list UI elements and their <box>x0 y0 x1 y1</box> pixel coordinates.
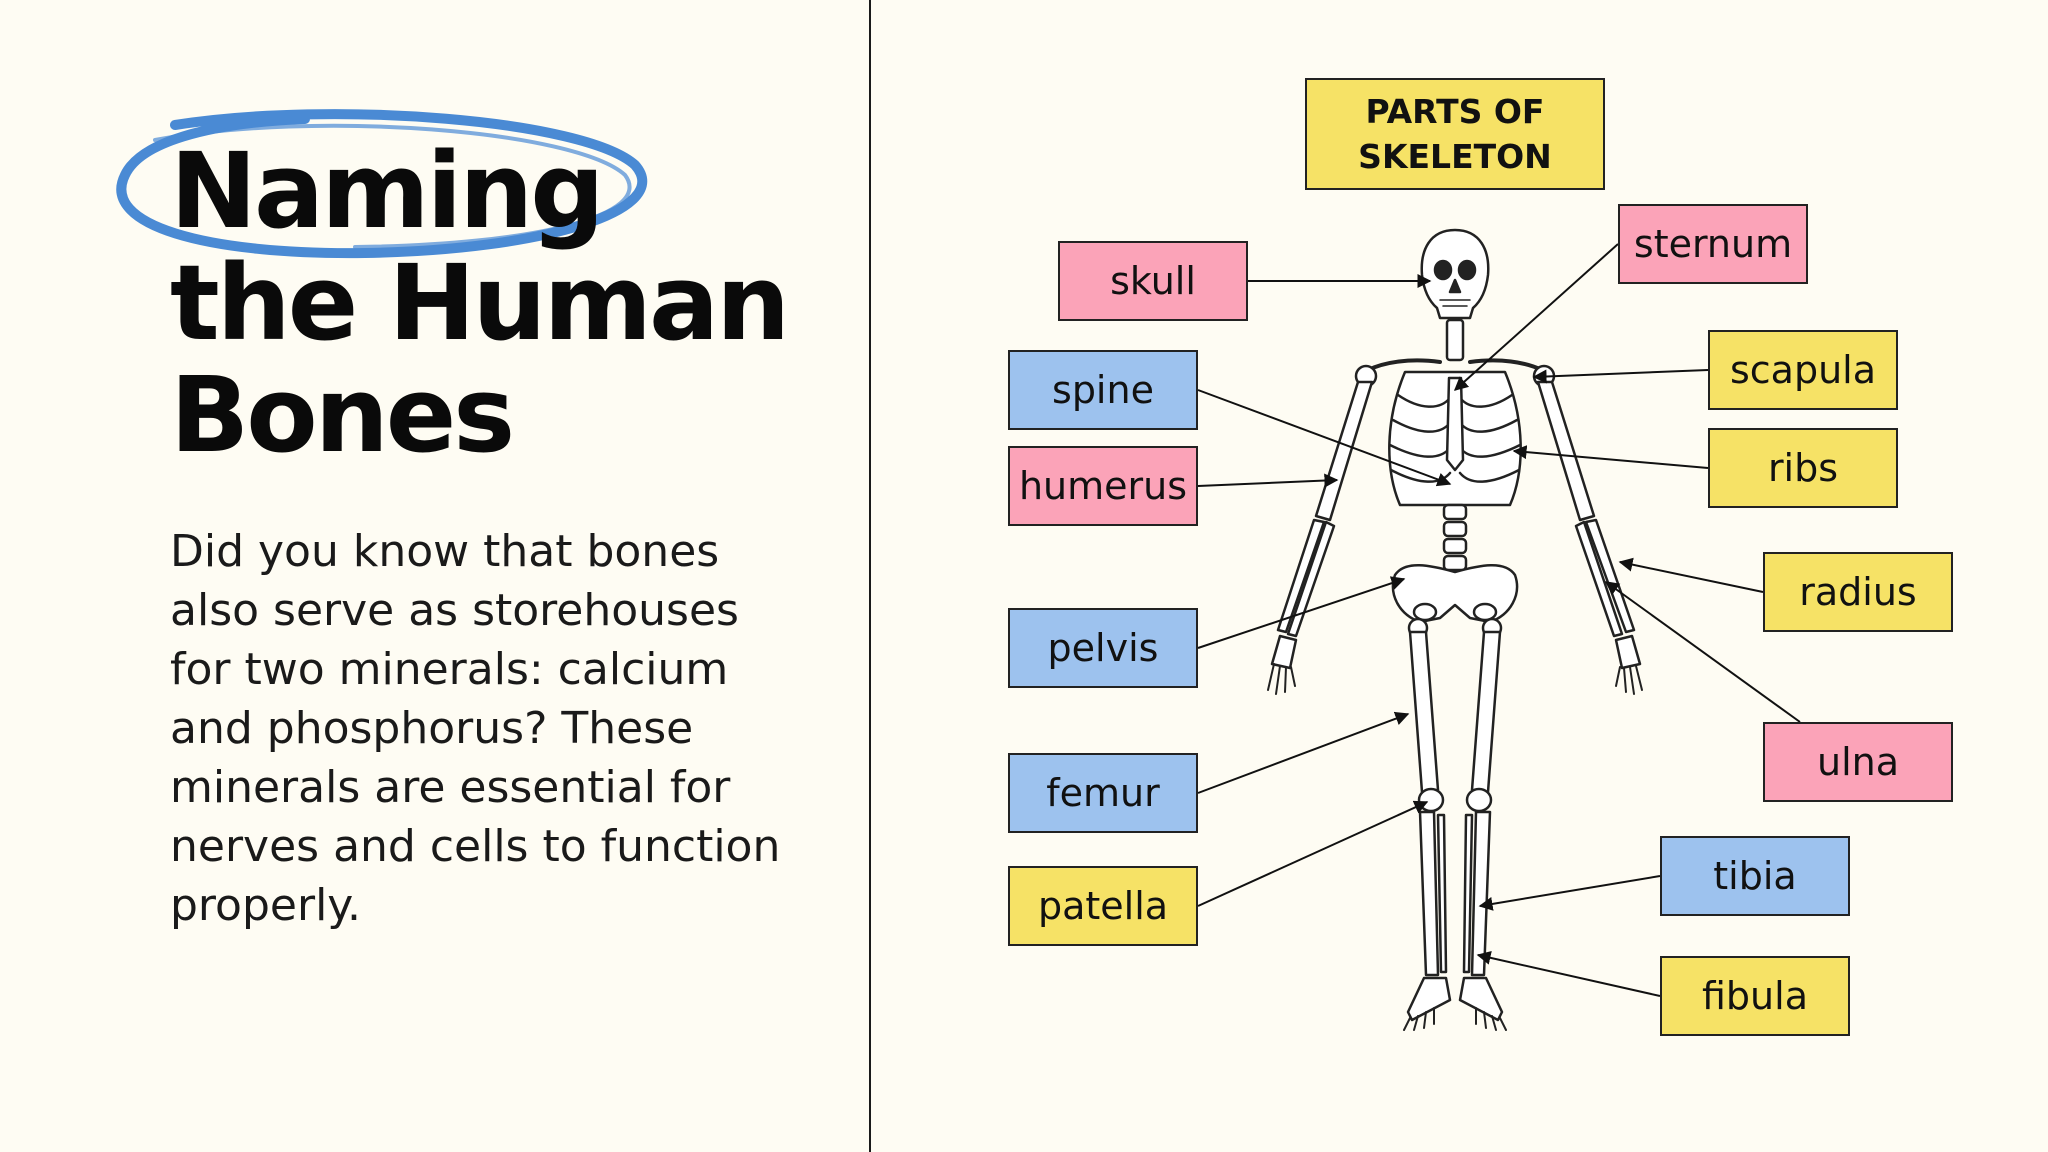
leader-ribs <box>1512 445 1709 469</box>
body-text: Did you know that bones also serve as st… <box>170 526 781 931</box>
leader-radius <box>1618 557 1764 593</box>
leader-patella <box>1197 800 1429 907</box>
label-patella: patella <box>1008 866 1198 946</box>
leader-lines <box>1197 243 1801 997</box>
diagram-header: PARTS OF SKELETON <box>1305 78 1605 190</box>
title-line-1: Naming <box>170 130 605 252</box>
label-femur: femur <box>1008 753 1198 833</box>
label-pelvis: pelvis <box>1008 608 1198 688</box>
leader-ulna <box>1604 581 1801 723</box>
leader-humerus <box>1197 473 1339 488</box>
diagram-header-text: PARTS OF SKELETON <box>1358 92 1552 176</box>
label-fibula: fibula <box>1660 956 1850 1036</box>
title-line-3: Bones <box>170 354 515 476</box>
leader-scapula <box>1532 369 1709 384</box>
label-ulna: ulna <box>1763 722 1953 802</box>
title-line-2: the Human <box>170 242 790 364</box>
leader-fibula <box>1476 950 1661 997</box>
title-highlight-oval <box>116 109 648 259</box>
label-sternum: sternum <box>1618 204 1808 284</box>
page-title: Naming the Human Bones <box>170 130 790 476</box>
label-humerus: humerus <box>1008 446 1198 526</box>
panel-divider <box>869 0 871 1152</box>
leader-tibia <box>1478 875 1661 911</box>
label-tibia: tibia <box>1660 836 1850 916</box>
label-skull: skull <box>1058 241 1248 321</box>
left-panel: Naming the Human Bones Did you know that… <box>0 0 870 1152</box>
label-scapula: scapula <box>1708 330 1898 410</box>
label-ribs: ribs <box>1708 428 1898 508</box>
leader-femur <box>1197 711 1410 794</box>
leader-pelvis <box>1197 576 1406 649</box>
skeleton-illustration <box>1267 228 1643 1031</box>
label-spine: spine <box>1008 350 1198 430</box>
leader-sternum <box>1453 243 1619 391</box>
label-radius: radius <box>1763 552 1953 632</box>
leader-spine <box>1197 389 1452 487</box>
